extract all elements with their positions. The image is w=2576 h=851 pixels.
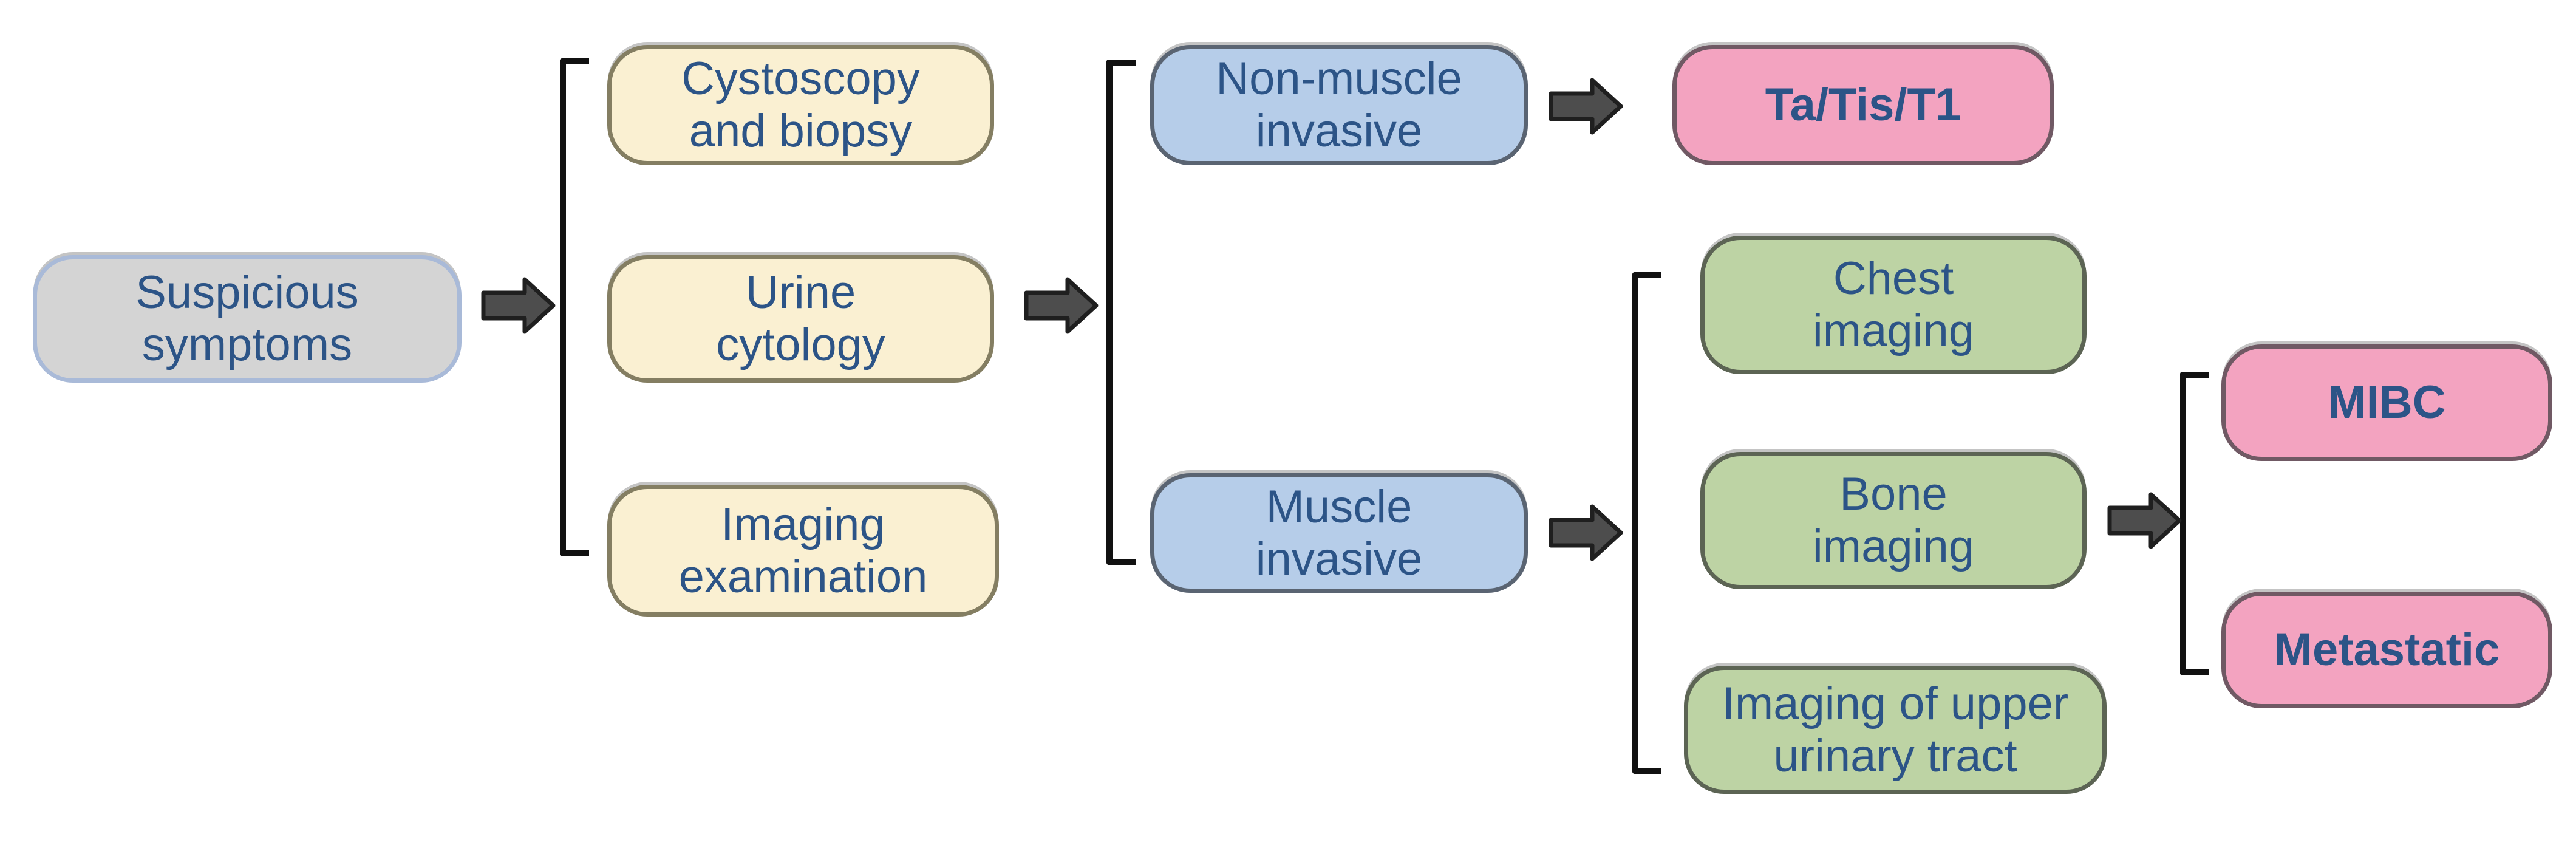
- node-label: Ta/Tis/T1: [1765, 79, 1961, 131]
- node-suspicious-symptoms: Suspicious symptoms: [33, 255, 462, 383]
- arrow-staging-to-classification-icon: [2106, 487, 2182, 554]
- node-label: Urine cytology: [716, 267, 885, 371]
- node-urine-cytology: Urine cytology: [607, 255, 994, 383]
- node-mibc: MIBC: [2221, 344, 2552, 461]
- node-label: MIBC: [2328, 377, 2446, 429]
- node-label: Imaging of upper urinary tract: [1722, 677, 2069, 782]
- arrow-nonmuscle-to-stage-icon: [1547, 73, 1624, 140]
- node-ta-tis-t1: Ta/Tis/T1: [1672, 45, 2054, 165]
- node-label: Non-muscle invasive: [1216, 53, 1462, 157]
- node-chest-imaging: Chest imaging: [1700, 236, 2087, 374]
- node-label: Imaging examination: [678, 498, 928, 603]
- bracket-final-classification: [2180, 372, 2209, 675]
- node-metastatic: Metastatic: [2221, 592, 2552, 708]
- arrow-diagnostics-to-invasiveness-icon: [1023, 272, 1099, 339]
- node-bone-imaging: Bone imaging: [1700, 452, 2087, 589]
- node-imaging-upper-urinary-tract: Imaging of upper urinary tract: [1684, 666, 2107, 794]
- node-label: Muscle invasive: [1255, 480, 1423, 585]
- node-label: Suspicious symptoms: [135, 267, 359, 371]
- node-imaging-examination: Imaging examination: [607, 485, 999, 617]
- node-label: Bone imaging: [1812, 468, 1975, 572]
- node-label: Cystoscopy and biopsy: [681, 53, 920, 157]
- arrow-symptoms-to-diagnostics-icon: [480, 272, 556, 339]
- node-label: Metastatic: [2274, 624, 2500, 676]
- node-cystoscopy-and-biopsy: Cystoscopy and biopsy: [607, 45, 994, 165]
- node-non-muscle-invasive: Non-muscle invasive: [1150, 45, 1528, 165]
- node-muscle-invasive: Muscle invasive: [1150, 473, 1528, 593]
- node-label: Chest imaging: [1812, 253, 1975, 357]
- bracket-diagnostic-tests: [560, 58, 589, 556]
- bracket-invasiveness: [1106, 60, 1136, 565]
- bracket-staging-imaging: [1632, 272, 1661, 774]
- arrow-muscle-to-staging-icon: [1547, 499, 1624, 566]
